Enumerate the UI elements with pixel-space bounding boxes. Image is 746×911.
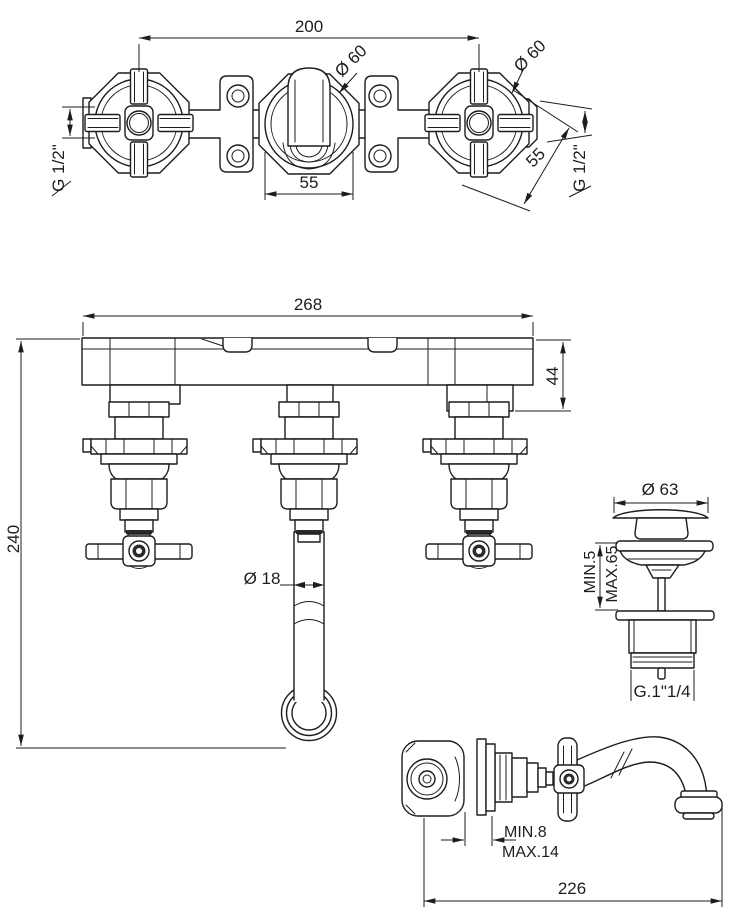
dim-label-min5: MIN.5 — [582, 551, 599, 594]
dim-label-d63: Ø 63 — [642, 480, 679, 499]
dim-label-d60-left: Ø 60 — [331, 41, 370, 80]
popup-waste — [612, 509, 715, 680]
mounting-plate-right — [364, 75, 399, 173]
dim-spout-tube: Ø 18 — [244, 569, 324, 589]
dim-spout-escutcheon: 55 — [264, 152, 354, 200]
bracket-notch-left — [222, 337, 253, 353]
dim-label-d18: Ø 18 — [244, 569, 281, 588]
front-view: 268 240 44 Ø 18 — [4, 295, 571, 749]
side-view: MIN.8 MAX.14 226 — [401, 736, 723, 907]
dim-center-distance: 200 — [138, 17, 480, 72]
dim-drain-thread: G.1"1/4 — [630, 670, 695, 704]
valve-front-left — [82, 401, 193, 570]
valve-front-right — [422, 401, 533, 570]
cross-handle-top-left — [85, 69, 193, 177]
bracket-notch-right — [367, 337, 398, 353]
body-bar-front — [81, 337, 534, 412]
dim-label-55-center: 55 — [300, 173, 319, 192]
body-band — [188, 109, 430, 139]
dim-label-240: 240 — [4, 525, 23, 553]
dim-escutcheon-right: Ø 60 — [510, 36, 550, 94]
spout-side — [576, 736, 723, 820]
dim-overall-width: 268 — [82, 295, 534, 336]
dim-label-min8: MIN.8 — [504, 824, 547, 841]
cross-handle-top-right — [425, 69, 533, 177]
spout-front — [280, 531, 338, 742]
top-view: 200 Ø 60 Ø 60 55 55 G 1/2" — [49, 17, 593, 212]
dim-overall-height: 240 — [4, 338, 286, 749]
spout-valve-front-center — [252, 401, 358, 543]
dim-label-g114: G.1"1/4 — [633, 682, 690, 701]
dim-drain-cap: Ø 63 — [613, 480, 709, 513]
dim-wall-range: MIN.8 MAX.14 — [441, 812, 559, 861]
dim-projection: 226 — [423, 804, 723, 907]
dim-body-height: 44 — [515, 339, 571, 412]
spout-top — [258, 67, 360, 175]
dim-label-g12-right: G 1/2" — [570, 144, 589, 192]
dim-label-d60-right: Ø 60 — [510, 36, 549, 75]
dim-inlet-left: G 1/2" — [49, 106, 95, 197]
dim-inlet-right: G 1/2" — [539, 100, 593, 198]
drain-view: Ø 63 MIN.5 MAX.65 G.1"1/4 — [582, 480, 715, 704]
dim-label-200: 200 — [295, 17, 323, 36]
dim-label-55-right: 55 — [522, 144, 549, 171]
dim-label-268: 268 — [294, 295, 322, 314]
dim-label-max65: MAX.65 — [604, 545, 621, 602]
dim-label-226: 226 — [558, 879, 586, 898]
cross-handle-side — [553, 737, 585, 822]
dim-label-g12-left: G 1/2" — [49, 144, 68, 192]
mounting-plate-left — [219, 75, 254, 173]
dim-label-max14: MAX.14 — [502, 844, 559, 861]
dim-label-44: 44 — [543, 367, 562, 386]
dim-drain-deck-range: MIN.5 MAX.65 — [582, 542, 621, 611]
valve-side-body — [401, 738, 554, 817]
